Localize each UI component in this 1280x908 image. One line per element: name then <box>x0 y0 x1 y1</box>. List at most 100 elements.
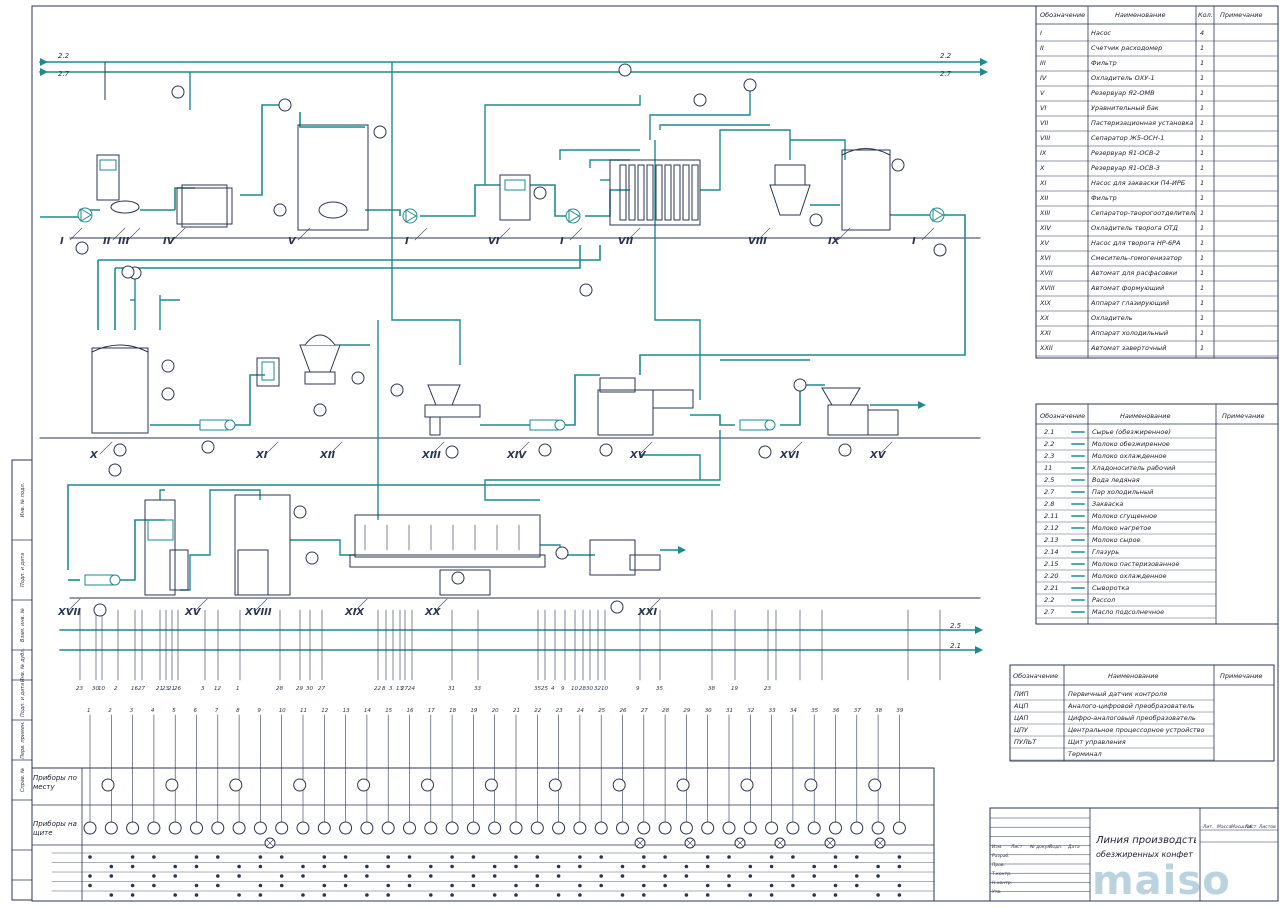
terminal-dot <box>833 893 838 897</box>
instrument-column-number: 11 <box>300 708 307 714</box>
eq-row-qty: 1 <box>1200 104 1205 112</box>
signal-number: 19 <box>731 686 738 692</box>
pipe-legend-frame <box>1035 403 1279 625</box>
equipment-leader <box>434 598 448 612</box>
equipment-table-frame <box>1035 5 1279 359</box>
terminal-dot <box>727 883 731 888</box>
instrument-bubble <box>313 403 327 417</box>
stamp-label: Подп. <box>1049 844 1063 850</box>
equipment-leader <box>569 227 583 241</box>
eq-row-code: XXII <box>1040 344 1053 352</box>
flow-pipe <box>659 124 770 130</box>
terminal-dot <box>642 864 646 869</box>
terminal-dot <box>599 874 604 878</box>
eq-row-qty: 1 <box>1200 179 1205 187</box>
eq-row-qty: 1 <box>1200 119 1205 127</box>
screw-pump-icon <box>529 419 559 431</box>
pipe-legend-code: 11 <box>1044 464 1053 472</box>
instrument-bubble <box>445 445 459 459</box>
eq-row-code: III <box>1040 59 1046 67</box>
pump-icon <box>932 208 944 222</box>
filter-xii-icon <box>256 357 280 387</box>
signal-number: 9 <box>561 686 565 692</box>
pipe-legend-name: Молоко охлажденное <box>1092 572 1167 580</box>
terminal-dot <box>450 883 454 888</box>
pipe-legend-name: Молоко нагретое <box>1092 524 1152 532</box>
instrument-column-number: 1 <box>87 708 91 714</box>
flow-pipe <box>235 374 265 426</box>
equipment-leader <box>516 441 530 455</box>
terminal-dot <box>130 893 135 897</box>
eq-row-name: Смеситель-гомогенизатор <box>1091 254 1182 262</box>
cooling-tunnel-icon <box>349 554 546 568</box>
panel-instrument-bubble <box>509 821 523 835</box>
arrow-icon <box>975 626 983 634</box>
arrow-icon <box>918 401 926 409</box>
pipe-legend-code: 2.13 <box>1044 536 1059 544</box>
instrument-column-number: 33 <box>769 708 776 714</box>
flow-pipe <box>299 112 365 128</box>
terminal-dot <box>152 883 156 888</box>
flow-pipe <box>780 384 825 426</box>
equipment-label: XV <box>184 607 202 618</box>
filling-machine-icon <box>827 404 869 436</box>
instrument-column-number: 23 <box>556 708 563 714</box>
terminal-dot <box>322 883 327 888</box>
eq-row-name: Охладитель <box>1091 314 1133 322</box>
panel-instrument-bubble <box>552 821 566 835</box>
terminal-dot <box>237 893 241 897</box>
pump-icon <box>405 209 417 223</box>
terminal-dot <box>258 883 263 888</box>
screw-pump-icon <box>199 419 229 431</box>
terminal-dot <box>556 864 561 869</box>
panel-instrument-bubble <box>360 821 374 835</box>
instr-legend-name: Центральное процессорное устройство <box>1068 726 1205 734</box>
instrument-bubble <box>161 387 175 401</box>
instrument-column-number: 30 <box>705 708 712 714</box>
instrument-bubble <box>390 383 404 397</box>
signal-number: 16 <box>131 686 138 692</box>
pasteurizer-plate <box>628 164 636 221</box>
eq-row-qty: 1 <box>1200 134 1205 142</box>
eq-row-name: Охладитель творога ОТД <box>1091 224 1178 232</box>
instrument-bubble <box>838 443 852 457</box>
panel-instrument-bubble <box>871 821 885 835</box>
signal-number: 23 <box>76 686 83 692</box>
terminal-dot <box>663 874 667 878</box>
panel-instrument-bubble <box>850 821 864 835</box>
left-margin-label: Перв. примен. <box>20 721 26 759</box>
terminal-dot <box>471 883 476 888</box>
terminal-dot <box>279 855 284 859</box>
pasteurizer-plate <box>646 164 654 221</box>
terminal-dot <box>386 864 391 869</box>
terminal-dot <box>109 864 114 869</box>
eq-row-qty: 1 <box>1200 284 1205 292</box>
terminal-dot <box>705 864 710 869</box>
equipment-label: XXI <box>637 607 657 618</box>
forming-machine-icon <box>144 499 176 596</box>
cooling-tunnel-icon <box>354 514 541 558</box>
process-lines <box>39 58 988 831</box>
panel-instrument-bubble <box>743 821 757 835</box>
terminal-dot <box>258 893 263 897</box>
terminal-dot <box>301 864 305 869</box>
eq-row-name: Автомат заверточный <box>1091 344 1167 352</box>
terminal-dot <box>301 874 305 878</box>
instr-legend-header-note: Примечание <box>1220 672 1263 680</box>
terminal-dot <box>705 893 710 897</box>
terminal-dot <box>365 864 369 869</box>
terminal-dot <box>727 874 731 878</box>
instrument-bubble <box>108 463 122 477</box>
instrument-column-number: 32 <box>747 708 754 714</box>
signal-number: 35 <box>534 686 541 692</box>
eq-row-code: XVIII <box>1040 284 1055 292</box>
local-instrument-bubble <box>421 778 434 792</box>
panel-instrument-bubble <box>573 821 587 835</box>
panel-instrument-bubble <box>765 821 779 835</box>
pipe-legend-code: 2.7 <box>1044 488 1055 496</box>
instrument-bubble <box>171 85 185 99</box>
left-margin-label: Взам. инв. № <box>20 608 26 642</box>
signal-number: 28 <box>276 686 283 692</box>
flow-pipe <box>365 209 401 216</box>
instrument-column-number: 36 <box>833 708 840 714</box>
